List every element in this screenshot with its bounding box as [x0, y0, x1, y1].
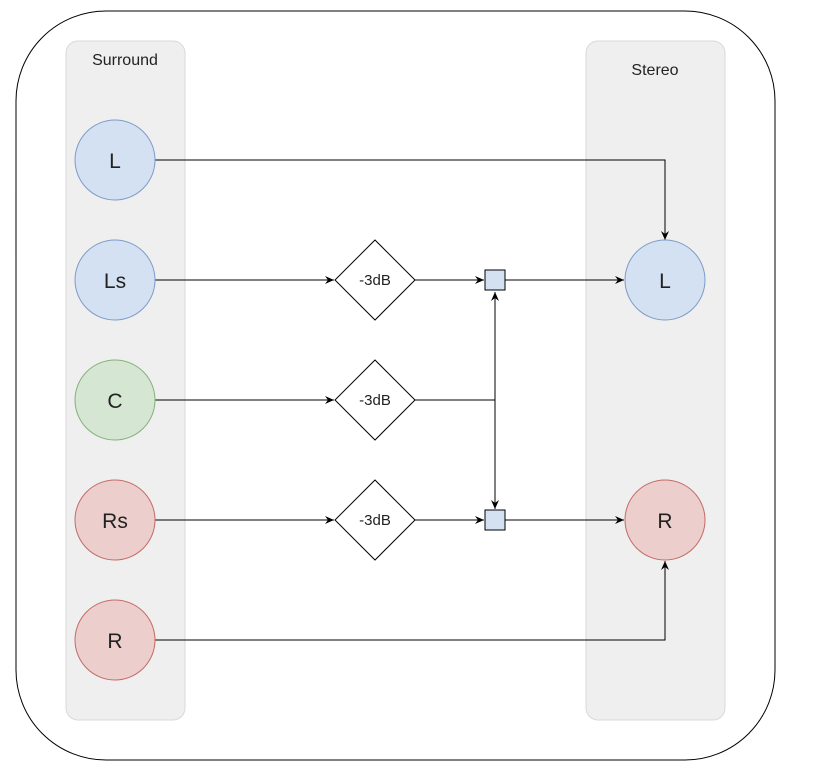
attenuator-label: -3dB [359, 272, 391, 289]
attenuator-Ls: -3dB [334, 239, 416, 321]
surround-node-Ls: Ls [74, 239, 156, 321]
edge-L-to-stereo-L [155, 159, 669, 240]
stereo-node-L: L [624, 239, 706, 321]
surround-node-Rs: Rs [74, 479, 156, 561]
mix-junction-L [484, 269, 506, 291]
surround-node-label: R [107, 630, 122, 653]
surround-node-C: C [74, 359, 156, 441]
stereo-panel [585, 40, 726, 721]
edge-R-to-stereo-R [155, 561, 669, 641]
connections [155, 159, 669, 641]
attenuator-Rs: -3dB [334, 479, 416, 561]
stereo-panel-title: Stereo [631, 62, 678, 79]
surround-node-label: Ls [104, 270, 126, 293]
stereo-node-label: R [657, 510, 672, 533]
surround-node-R: R [74, 599, 156, 681]
surround-node-label: Rs [102, 510, 128, 533]
stereo-node-label: L [659, 270, 671, 293]
attenuator-label: -3dB [359, 512, 391, 529]
attenuator-label: -3dB [359, 392, 391, 409]
surround-node-label: L [109, 150, 121, 173]
surround-node-label: C [107, 390, 122, 413]
mix-junction-R [484, 509, 506, 531]
surround-node-L: L [74, 119, 156, 201]
stereo-node-R: R [624, 479, 706, 561]
attenuator-C: -3dB [334, 359, 416, 441]
surround-panel-title: Surround [92, 52, 158, 69]
